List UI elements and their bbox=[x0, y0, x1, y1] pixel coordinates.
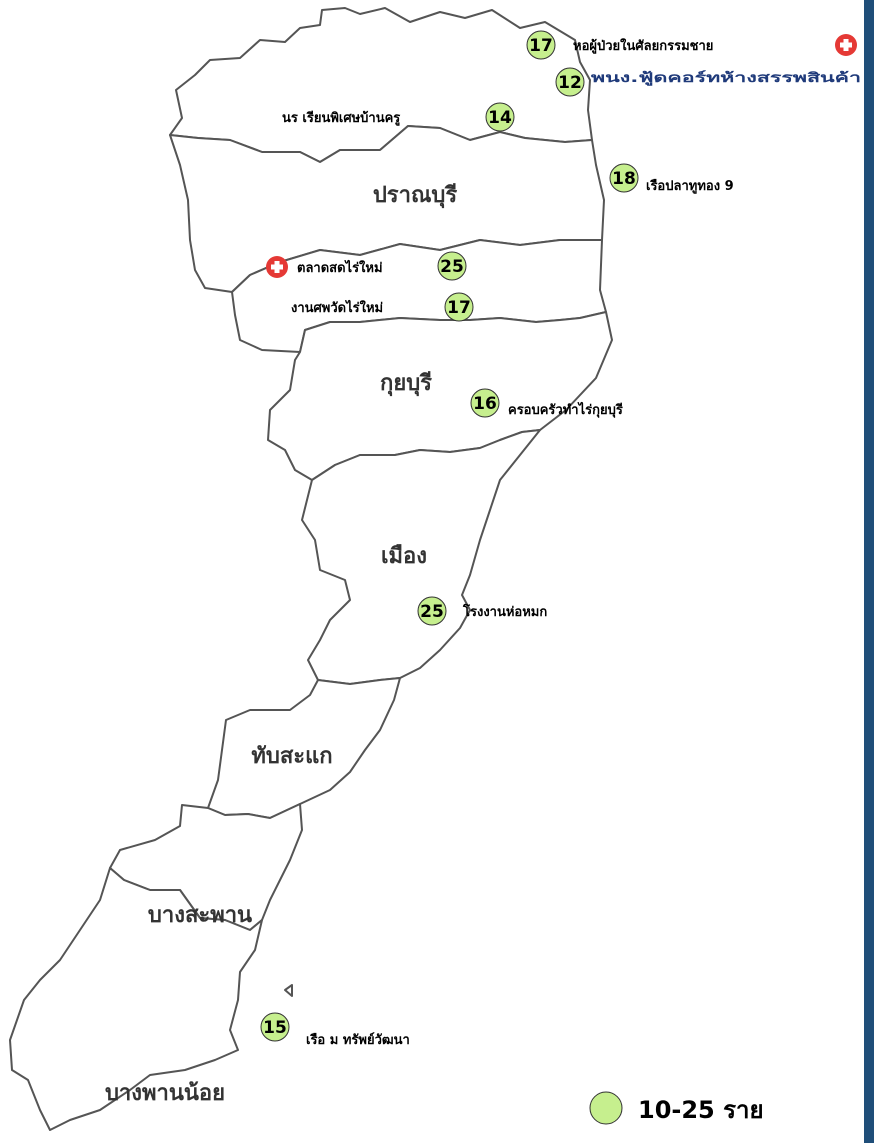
province-borders bbox=[9, 7, 613, 1131]
district-labels: ปราณบุรี กุยบุรี เมือง ทับสะแก บางสะพาน … bbox=[105, 183, 457, 1106]
cluster-label: พนง.ฟู้ดคอร์ทห้างสรรพสินค้า bbox=[591, 70, 861, 86]
district-label-thapsakae: ทับสะแก bbox=[251, 744, 332, 769]
legend-label: 10-25 ราย bbox=[638, 1096, 764, 1124]
right-edge-bar bbox=[864, 0, 874, 1143]
region-mueang bbox=[301, 429, 541, 685]
cluster-count: 17 bbox=[447, 298, 471, 318]
cluster-count: 12 bbox=[558, 73, 582, 93]
cluster-label: หอผู้ป่วยในศัลยกรรมชาย bbox=[573, 37, 713, 54]
cluster-count: 14 bbox=[488, 108, 512, 128]
cluster-count: 18 bbox=[612, 169, 636, 189]
cluster-marker[interactable] bbox=[609, 163, 639, 193]
district-label-bangsaphan: บางสะพาน bbox=[148, 903, 252, 928]
region-bangsaphannoi bbox=[9, 867, 263, 1131]
cluster-marker[interactable] bbox=[555, 67, 585, 97]
cluster-label: ตลาดสดไร่ใหม่ bbox=[297, 259, 383, 276]
district-label-kuiburi: กุยบุรี bbox=[380, 371, 432, 397]
cluster-label: งานศพวัดไร่ใหม่ bbox=[291, 299, 383, 316]
cluster-marker[interactable] bbox=[485, 102, 515, 132]
cluster-count: 17 bbox=[529, 36, 553, 56]
cluster-label: โรงงานห่อหมก bbox=[462, 603, 547, 620]
cluster-marker[interactable] bbox=[417, 596, 447, 626]
hospital-icon bbox=[266, 256, 288, 278]
cluster-marker[interactable] bbox=[444, 292, 474, 322]
cluster-sites: 17 หอผู้ป่วยในศัลยกรรมชาย 12 พนง.ฟู้ดคอร… bbox=[260, 30, 861, 1048]
cluster-count: 15 bbox=[263, 1018, 287, 1038]
district-label-mueang: เมือง bbox=[381, 544, 427, 569]
region-pranburi bbox=[169, 125, 605, 293]
district-label-pranburi: ปราณบุรี bbox=[373, 183, 458, 209]
island bbox=[284, 984, 293, 997]
cluster-marker[interactable] bbox=[260, 1012, 290, 1042]
hospital-icon bbox=[835, 34, 857, 56]
cluster-count: 16 bbox=[473, 394, 497, 414]
cluster-count: 25 bbox=[420, 602, 444, 622]
cluster-count: 25 bbox=[440, 257, 464, 277]
cluster-marker[interactable] bbox=[470, 388, 500, 418]
cluster-label: ครอบครัวทำไร่กุยบุรี bbox=[508, 401, 623, 418]
cluster-marker[interactable] bbox=[526, 30, 556, 60]
district-label-bangsaphannoi: บางพานน้อย bbox=[105, 1081, 225, 1106]
legend: 10-25 ราย bbox=[589, 1091, 764, 1125]
cluster-label: เรือ ม ทรัพย์วัฒนา bbox=[306, 1032, 410, 1048]
legend-swatch bbox=[589, 1091, 623, 1125]
cluster-label: นร เรียนพิเศษบ้านครู bbox=[282, 110, 400, 126]
cluster-marker[interactable] bbox=[437, 251, 467, 281]
cluster-label: เรือปลาทูทอง 9 bbox=[646, 178, 734, 194]
